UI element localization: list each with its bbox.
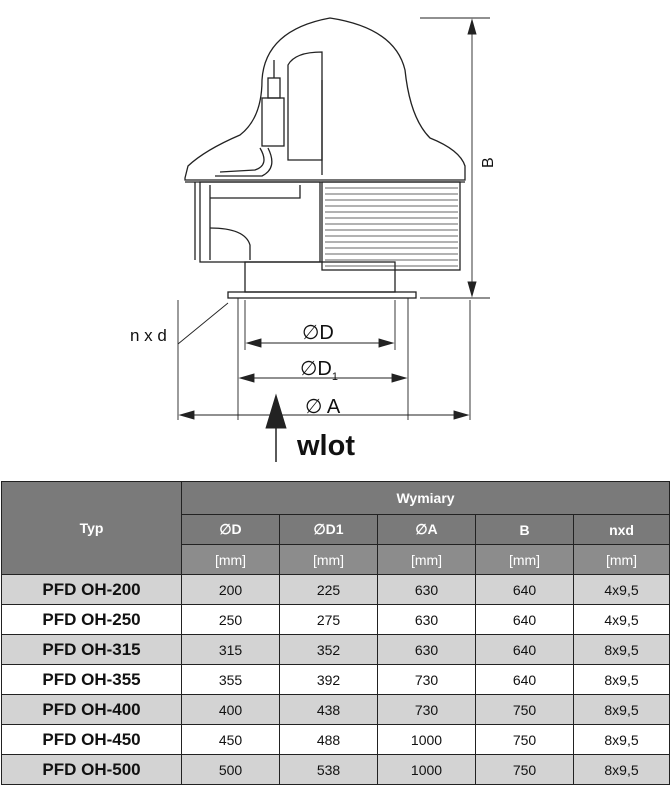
cell-d: 500 [181,754,280,785]
unit-d: [mm] [181,544,280,575]
cell-typ: PFD OH-355 [1,664,182,695]
cell-nxd: 4x9,5 [572,604,670,635]
cell-d1: 488 [279,724,378,755]
cell-d: 200 [181,574,280,605]
cell-typ: PFD OH-315 [1,634,182,665]
dimension-d1-main: ∅D [300,358,332,380]
hood-outline [184,17,466,181]
cell-nxd: 8x9,5 [572,724,670,755]
header-a: ∅A [377,514,476,545]
header-b: B [475,514,574,545]
cell-b: 640 [475,664,574,695]
cell-nxd: 8x9,5 [572,694,670,725]
cell-d1: 275 [279,604,378,635]
table-row: PFD OH-355 355 392 730 640 8x9,5 [1,664,670,695]
cell-d1: 225 [279,574,378,605]
cell-a: 630 [377,574,476,605]
cell-a: 730 [377,664,476,695]
dimension-nxd-label: n x d [130,326,167,345]
cell-d1: 438 [279,694,378,725]
cell-d: 315 [181,634,280,665]
cell-a: 630 [377,604,476,635]
dimension-d1-sub: 1 [331,371,338,383]
cell-a: 630 [377,634,476,665]
fan-technical-drawing [177,17,490,462]
cell-b: 640 [475,634,574,665]
inlet-label: wlot [297,430,355,462]
cell-d: 250 [181,604,280,635]
cell-typ: PFD OH-450 [1,724,182,755]
cell-d1: 352 [279,634,378,665]
cell-typ: PFD OH-250 [1,604,182,635]
grille-lines [325,187,458,267]
dimension-b-label: B [480,157,497,168]
cell-a: 1000 [377,754,476,785]
cell-d: 400 [181,694,280,725]
cell-typ: PFD OH-200 [1,574,182,605]
cell-nxd: 8x9,5 [572,754,670,785]
header-d1: ∅D1 [279,514,378,545]
cell-nxd: 4x9,5 [572,574,670,605]
unit-d1: [mm] [279,544,378,575]
cell-nxd: 8x9,5 [572,634,670,665]
cell-b: 750 [475,724,574,755]
dimension-d1-label: ∅D1 [300,356,338,383]
cell-nxd: 8x9,5 [572,664,670,695]
cell-b: 750 [475,754,574,785]
table-row: PFD OH-315 315 352 630 640 8x9,5 [1,634,670,665]
dimension-d-label: ∅D [302,322,334,344]
table-row: PFD OH-200 200 225 630 640 4x9,5 [1,574,670,605]
header-typ: Typ [1,481,182,575]
cell-b: 640 [475,574,574,605]
cell-typ: PFD OH-500 [1,754,182,785]
cell-d: 450 [181,724,280,755]
table-row: PFD OH-400 400 438 730 750 8x9,5 [1,694,670,725]
unit-b: [mm] [475,544,574,575]
table-row: PFD OH-250 250 275 630 640 4x9,5 [1,604,670,635]
dimension-a-label: ∅ A [305,396,341,418]
header-d: ∅D [181,514,280,545]
unit-nxd: [mm] [572,544,670,575]
cell-typ: PFD OH-400 [1,694,182,725]
cell-b: 640 [475,604,574,635]
cell-d: 355 [181,664,280,695]
cell-a: 730 [377,694,476,725]
cell-d1: 538 [279,754,378,785]
table-row: PFD OH-500 500 538 1000 750 8x9,5 [1,754,670,785]
cell-d1: 392 [279,664,378,695]
table-row: PFD OH-450 450 488 1000 750 8x9,5 [1,724,670,755]
header-nxd: nxd [572,514,670,545]
cell-a: 1000 [377,724,476,755]
unit-a: [mm] [377,544,476,575]
header-wymiary: Wymiary [180,481,670,515]
dimensions-table: Typ Wymiary ∅D ∅D1 ∅A B nxd [mm] [mm] [m… [1,481,670,785]
cell-b: 750 [475,694,574,725]
